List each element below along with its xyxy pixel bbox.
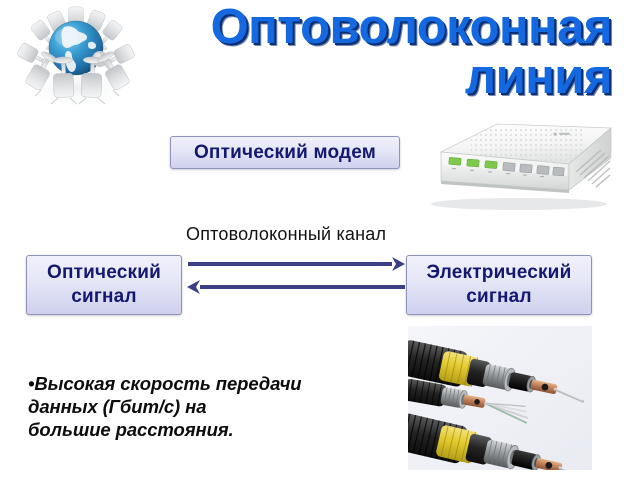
arrow-right [188,257,405,271]
electric-signal-box[interactable]: Электрический сигнал [406,255,592,315]
globe-meeting-table-illustration [8,2,144,120]
optical-modem-device-photo [419,118,622,211]
optical-modem-label: Оптический модем [193,141,377,163]
fiber-channel-label: Оптоволоконный канал [186,224,387,244]
optical-modem-label-box[interactable]: Оптический модем [170,136,400,169]
optical-signal-label: Оптический сигнал [46,262,162,307]
arrow-left [187,280,405,294]
electric-signal-label: Электрический сигнал [426,262,572,307]
fiber-optic-cable-photo [408,326,592,470]
slide-title: Оптоволоконная линия [210,0,613,104]
benefits-bullet-text: •Высокая скорость передачи данных (Гбит/… [28,373,302,440]
bidirectional-arrows [186,252,406,300]
optical-signal-box[interactable]: Оптический сигнал [26,255,182,315]
